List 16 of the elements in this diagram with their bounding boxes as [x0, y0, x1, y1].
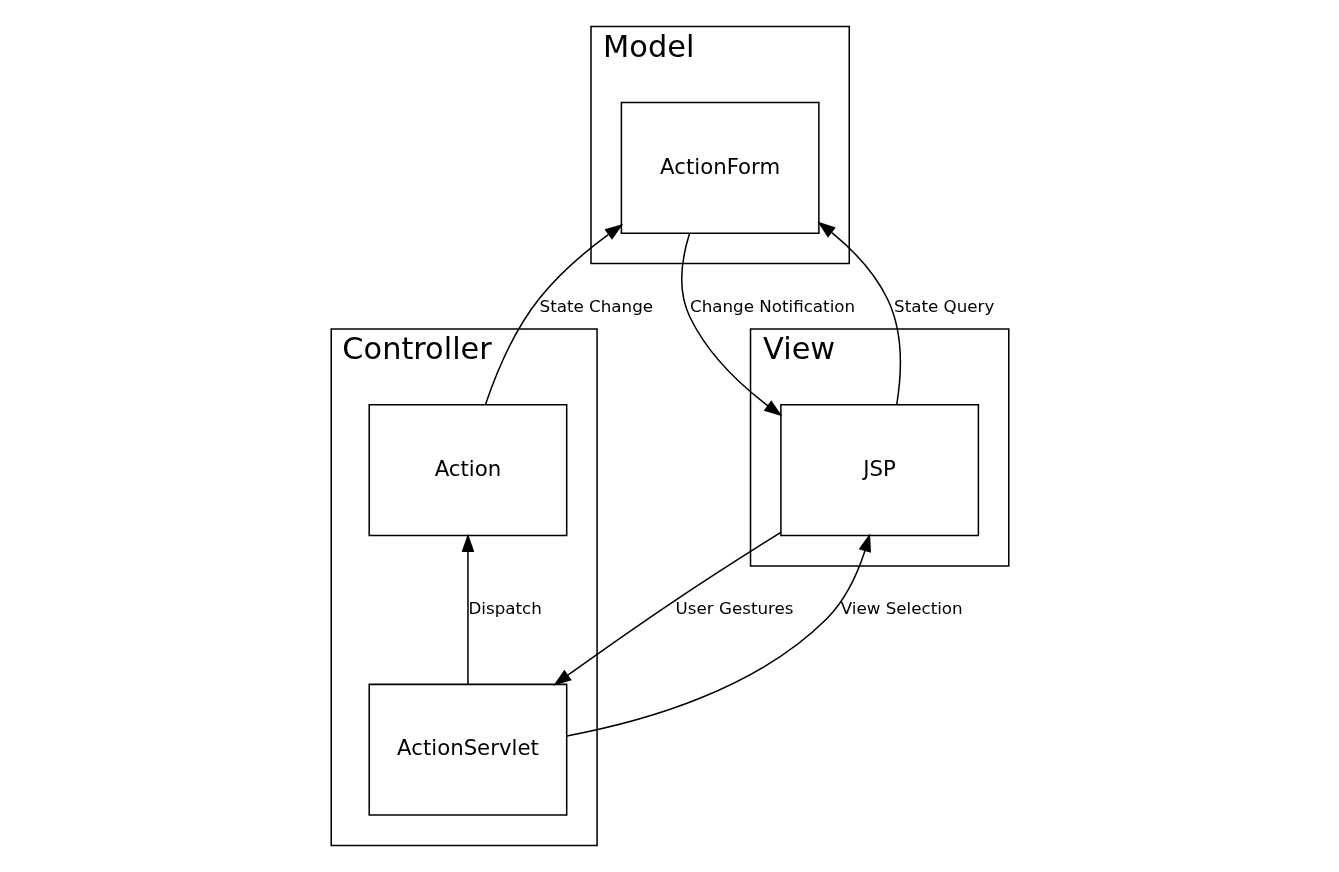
arrow: [680, 232, 782, 417]
edge-label: State Change: [539, 295, 653, 316]
edge-label: User Gestures: [675, 598, 794, 619]
arrow: [552, 531, 782, 686]
arrow: [484, 224, 623, 406]
node-box: ActionServlet: [367, 683, 567, 816]
arrow: [461, 533, 474, 685]
edge-label: View Selection: [840, 598, 963, 619]
edge-label: Change Notification: [689, 295, 855, 316]
node-box: Action: [367, 404, 567, 537]
arrow: [816, 221, 901, 406]
arrow: [565, 533, 871, 737]
node-box: JSP: [779, 404, 979, 537]
node-box: ActionForm: [620, 101, 820, 234]
edge-label: Dispatch: [467, 598, 542, 619]
edge-label: State Query: [893, 295, 994, 316]
